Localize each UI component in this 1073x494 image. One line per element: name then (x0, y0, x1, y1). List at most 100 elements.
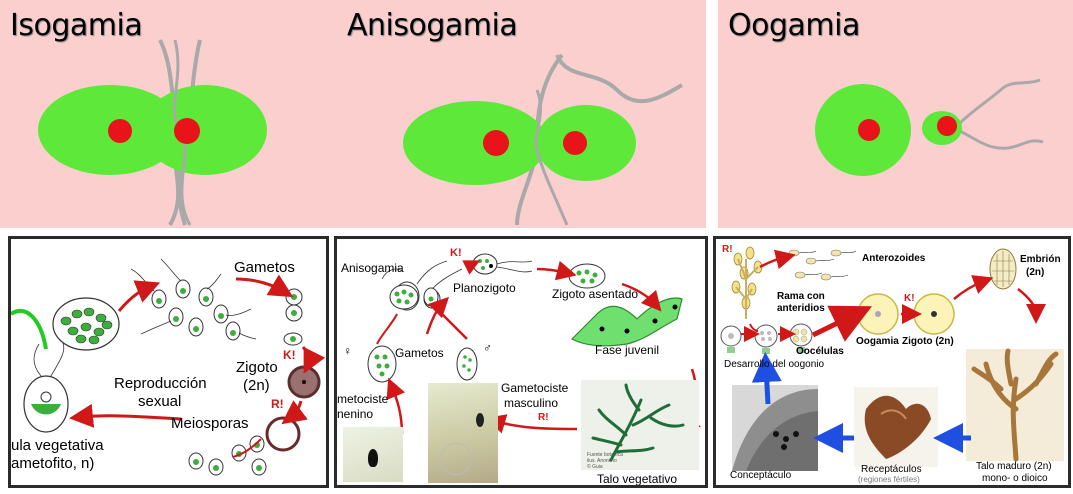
label-k: K! (450, 247, 462, 259)
nucleus-large (483, 130, 509, 156)
oogamia-panel: Oogamia (718, 0, 1073, 228)
conceptacle-photo (732, 385, 818, 471)
juvenile-thallus (571, 297, 683, 347)
red-arrow (232, 438, 262, 458)
anisogamia-illustration (403, 53, 684, 226)
isogamy-cycle-drawing (11, 258, 326, 476)
sperm-nucleus (937, 116, 957, 136)
label-r: R! (722, 244, 733, 255)
isogamia-panel: Isogamia (0, 0, 347, 228)
female-symbol: ♀ (343, 344, 352, 358)
label-embrion-ploidy: (2n) (1026, 267, 1045, 278)
anisogamia-panel: Anisogamia (337, 0, 706, 228)
label-gametos: Gametos (234, 259, 295, 276)
flagellum (534, 89, 569, 226)
label-gametociste-masc-1: Gametociste (501, 381, 569, 395)
label-reproduccion: Reproducción (114, 375, 207, 392)
planozygote (472, 253, 498, 275)
red-arrow (235, 274, 294, 298)
nucleus-right (174, 118, 200, 144)
red-arrow (117, 280, 161, 312)
gametocyst-photo (428, 383, 498, 483)
nucleus-left (108, 119, 132, 143)
panel-title: Anisogamia (347, 8, 518, 43)
label-oocelulas: Oocélulas (796, 346, 844, 357)
label-r: R! (271, 397, 284, 411)
flagellum (555, 54, 684, 104)
isogamia-illustration (38, 39, 267, 226)
label-k: K! (904, 293, 915, 304)
red-arrow (462, 260, 481, 275)
male-gametocyst (456, 347, 478, 381)
panel-title: Isogamia (10, 8, 143, 43)
label-rama-2: anteridios (777, 303, 825, 314)
thallus-drawing (591, 383, 685, 462)
label-fase-juvenil: Fase juvenil (595, 343, 660, 357)
gamete-cluster (389, 284, 419, 310)
male-symbol: ♂ (483, 341, 492, 355)
female-gametocyst-photo (343, 427, 403, 482)
label-talo-maduro-1: Talo maduro (2n) (976, 461, 1052, 472)
label-sexual: sexual (138, 393, 182, 410)
isogamy-life-cycle: Gametos K! Zigoto (2n) R! Reproducción s… (8, 236, 329, 488)
egg-nucleus (858, 119, 880, 141)
label-desarrollo: Desarrollo del oogonio (724, 359, 825, 370)
female-gametocyst (367, 345, 397, 383)
red-arrow (281, 400, 308, 425)
red-arrow (536, 260, 577, 281)
flagellum (957, 128, 1044, 150)
label-gametociste-fem-1: metociste (337, 392, 389, 406)
label-r: R! (538, 412, 549, 423)
red-arrow (376, 313, 398, 345)
red-arrow (485, 414, 578, 434)
label-oogamia: Oogamia (856, 336, 899, 347)
red-arrow (621, 282, 662, 312)
blue-arrow (751, 352, 782, 405)
label-conceptaculo: Conceptáculo (730, 470, 792, 481)
mature-thallus-photo (966, 348, 1064, 462)
label-zigoto: Zigoto (2n) (902, 336, 954, 347)
label-embrion: Embrión (1020, 254, 1061, 265)
oogamy-life-cycle: R! Anterozoides Rama con anteridios Embr… (713, 236, 1071, 488)
red-arrow (1017, 288, 1046, 324)
label-zigoto: Zigoto (236, 359, 278, 376)
red-arrow (69, 403, 182, 428)
label-meiosporas: Meiosporas (171, 415, 249, 432)
label-rama-1: Rama con (777, 291, 825, 302)
red-arrow (953, 275, 994, 300)
red-arrow (301, 346, 326, 374)
meiosporangium (265, 416, 301, 452)
gamete-right (143, 85, 267, 175)
label-planozigoto: Planozigoto (453, 281, 516, 295)
label-zigoto-ploidy: (2n) (243, 377, 270, 394)
flagellum (956, 78, 1041, 127)
red-arrow (759, 249, 796, 270)
receptacles-photo (854, 387, 938, 467)
red-arrow (749, 323, 759, 332)
green-arrow (11, 308, 48, 350)
label-vegetative-1: ula vegetativa (11, 437, 104, 454)
oogamy-cycle-drawing (720, 246, 1064, 471)
label-gametociste-fem-2: nenino (337, 407, 374, 421)
label-regiones-fertiles: (regiones fértiles) (858, 475, 920, 484)
label-talo-vegetativo: Talo vegetativo (597, 472, 678, 486)
panel-title: Oogamia (728, 8, 860, 43)
label-k: K! (283, 348, 296, 362)
label-zigoto-asentado: Zigoto asentado (552, 287, 639, 301)
label-vegetative-2: ametofito, n) (11, 455, 95, 472)
settled-zygote (568, 263, 606, 289)
gamete-large (403, 101, 547, 185)
label-anterozoides: Anterozoides (862, 253, 926, 264)
red-arrow (425, 296, 450, 335)
label-gametociste-masc-2: masculino (504, 396, 559, 410)
red-arrow (441, 313, 468, 340)
nucleus-small (563, 131, 587, 155)
red-arrow (811, 305, 872, 342)
label-talo-maduro-2: mono- o dioico (982, 473, 1048, 484)
label-gametos: Gametos (395, 346, 444, 360)
label-receptaculos: Receptáculos (861, 464, 922, 475)
label-anisogamia: Anisogamia (341, 261, 404, 275)
oogamia-illustration (815, 78, 1044, 176)
